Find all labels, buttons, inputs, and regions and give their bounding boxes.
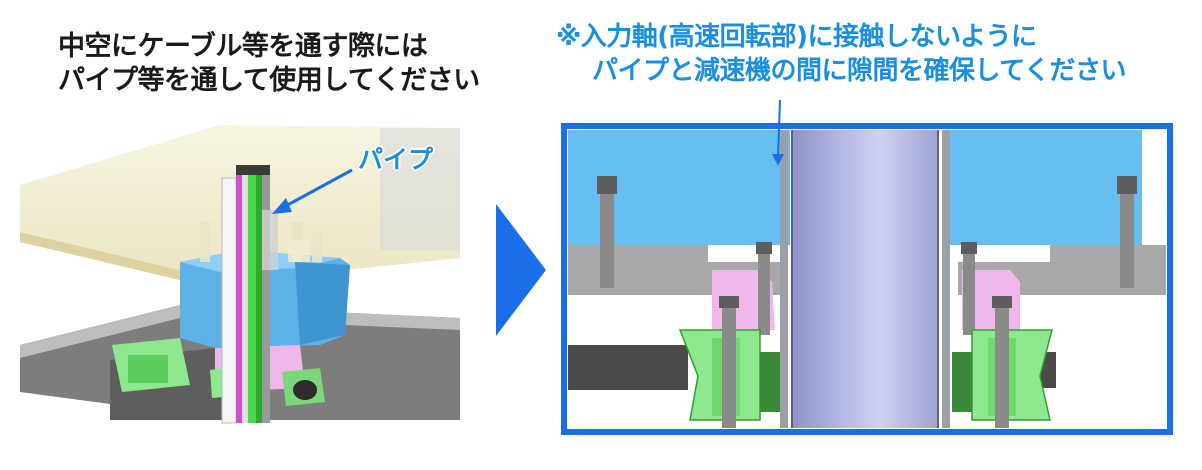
bolt-left [600,178,614,288]
cross-section-view [561,99,1173,435]
gray-block-right [1050,245,1166,295]
bolt-left-head [597,176,617,194]
input-shaft-wall-right [942,130,950,428]
input-shaft-wall-left [780,130,788,428]
pipe-cap [236,165,270,175]
back-panel [380,128,460,250]
pipe-magenta-stripe [236,170,242,423]
pipe-shadow [262,210,278,270]
bolt-coupling-left-head [719,296,739,308]
housing-right [950,130,1142,245]
pipe-outer [221,177,237,424]
bolt-coupling-right [995,300,1009,428]
pointer-arrow-icon [272,168,353,214]
bolt-coupling-right-head [992,296,1012,308]
pipe-label: パイプ [358,145,434,174]
top-plate-edge [20,232,230,292]
bolt-inner-right [963,245,975,335]
bolt-inner-right-head [961,242,977,254]
left-3d-illustration [20,125,460,424]
base-plate-top-edge [20,305,460,358]
pipe-green-stripe [248,168,256,423]
coupling-hole [293,380,317,400]
bolt [200,222,210,262]
pipe-dark-green-stripe [256,168,262,423]
pipe-gray-stripe [242,170,248,423]
bolt-right [1120,178,1134,288]
dark-shaft-left [568,345,688,390]
bolt [312,232,322,262]
left-caption: 中空にケーブル等を通す際には パイプ等を通して使用してください [58,30,498,98]
bolt-head [288,240,310,262]
pipe-gray-edge [262,168,270,423]
arrow-right-icon [496,204,546,336]
left-caption-line2: パイプ等を通して使用してください [58,65,480,96]
bolt-coupling-left [722,300,736,428]
bolt-right-head [1117,176,1137,194]
bolt-inner-left-head [756,242,772,254]
gear-teeth-left [760,352,780,412]
left-caption-line1: 中空にケーブル等を通す際には [58,31,428,62]
reducer-housing-side [295,262,350,345]
pipe-cross-section [792,130,938,428]
housing-right-gap [1142,130,1166,245]
gray-block-left [568,245,708,295]
bolt-inner-left [758,245,770,335]
right-caption-line1: ※入力軸(高速回転部)に接触しないように [556,22,1037,52]
right-caption-line2: パイプと減速機の間に隙間を確保してください [592,56,1126,86]
right-caption: ※入力軸(高速回転部)に接触しないように パイプと減速機の間に隙間を確保してくだ… [556,20,1196,88]
gear-teeth-right [952,352,972,412]
green-coupling-inner [128,355,168,383]
gap-pointer-arrow-icon [772,99,784,166]
